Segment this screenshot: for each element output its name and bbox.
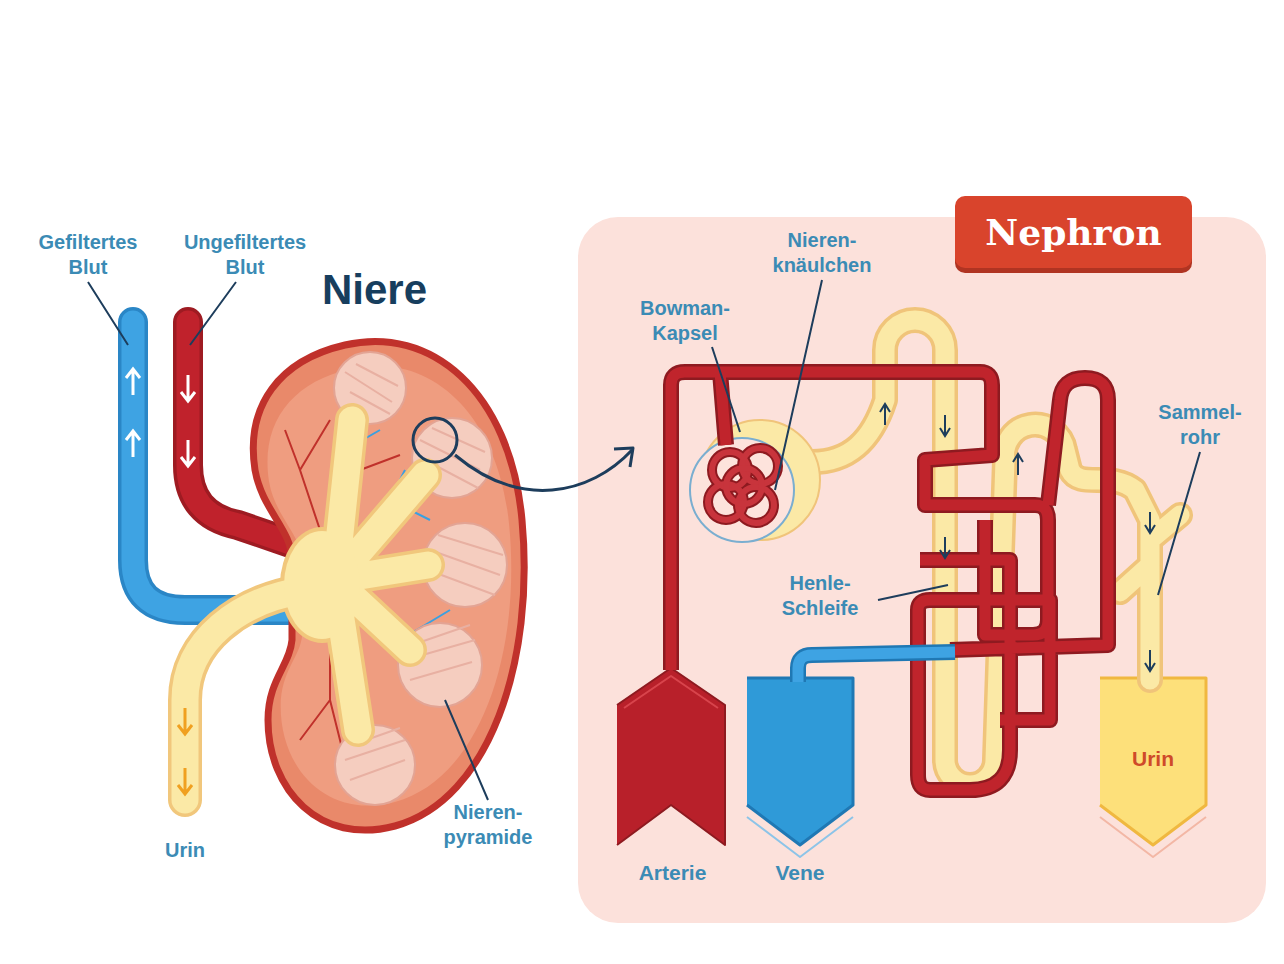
renal-pyramid [423, 523, 507, 607]
flow-arrow [880, 404, 1155, 671]
magnifier [413, 418, 457, 462]
tubule [812, 320, 1180, 785]
vein-tube [133, 322, 305, 610]
vein-tube [133, 322, 305, 610]
part-label: Nieren- pyramide [433, 800, 543, 850]
blood-vessel [798, 652, 955, 682]
renal-pelvis [178, 708, 192, 794]
artery-tube [181, 322, 305, 548]
vessel-label: Ungefiltertes Blut [170, 230, 320, 280]
vessel-label: Vene [738, 860, 862, 886]
blood-vessel [671, 372, 1108, 790]
arterie-shape: Arterie [610, 662, 735, 898]
blood-vessel [798, 652, 955, 682]
bowman-capsule [690, 438, 794, 542]
renal-pelvis [284, 531, 360, 639]
renal-pelvis [185, 420, 428, 800]
leader-line [88, 280, 1200, 800]
renal-pyramid [412, 418, 492, 498]
blood-vessel [671, 372, 1108, 790]
magnifier [614, 448, 633, 467]
tubule [812, 320, 1180, 785]
leader-line [88, 280, 1200, 800]
vene-outline [747, 817, 853, 857]
glomerulus [738, 487, 774, 523]
urin-shape: Urin [1093, 672, 1213, 862]
kidney-shape [253, 341, 524, 830]
output-label: Urin [1093, 746, 1213, 772]
glomerulus [726, 468, 762, 504]
glomerulus [708, 484, 744, 520]
kidney-vessels [285, 420, 400, 780]
renal-pelvis [185, 420, 428, 800]
tubule [812, 320, 1180, 785]
kidney-vessels [285, 420, 450, 780]
vene-outline [747, 678, 853, 845]
arterie-outline [617, 668, 725, 845]
artery-tube [188, 322, 305, 548]
bowman-capsule [700, 420, 820, 540]
kidney-vessels [340, 430, 450, 700]
glomerulus [712, 452, 748, 488]
part-label: Henle- Schleife [765, 571, 875, 621]
glomerulus [742, 448, 778, 484]
renal-pelvis [280, 527, 364, 643]
renal-pyramid [398, 623, 482, 707]
artery-tube [188, 322, 305, 548]
part-label: Nieren- knäulchen [762, 228, 882, 278]
bowman-capsule [690, 420, 820, 542]
magnifier [455, 450, 632, 490]
kidney-shape [267, 366, 511, 806]
part-label: Sammel- rohr [1150, 400, 1250, 450]
part-label: Bowman- Kapsel [630, 296, 740, 346]
renal-pelvis [178, 420, 428, 800]
renal-pyramid [345, 364, 503, 780]
organ-title: Niere [322, 266, 482, 314]
glomerulus [708, 484, 744, 520]
artery-tube [181, 375, 195, 466]
blood-vessel [671, 372, 1108, 790]
panel-heading: Nephron [955, 196, 1192, 268]
flow-arrow [880, 404, 1155, 671]
glomerulus [742, 448, 778, 484]
vene-shape: Vene [738, 672, 862, 898]
vein-tube [126, 322, 305, 610]
vein-tube [126, 369, 140, 457]
vessel-label: Gefiltertes Blut [23, 230, 153, 280]
glomerulus [726, 468, 762, 504]
glomerulus [738, 487, 774, 523]
arterie-outline [624, 676, 718, 708]
magnifier [413, 418, 633, 490]
vessel-label: Arterie [610, 860, 735, 886]
glomerulus [708, 448, 778, 523]
renal-pyramid [334, 352, 406, 424]
glomerulus [712, 452, 748, 488]
renal-pyramid [334, 352, 507, 805]
urin-outline [1100, 817, 1206, 857]
kidney-shape [253, 341, 524, 830]
renal-pyramid [335, 725, 415, 805]
output-label: Urin [145, 838, 225, 863]
